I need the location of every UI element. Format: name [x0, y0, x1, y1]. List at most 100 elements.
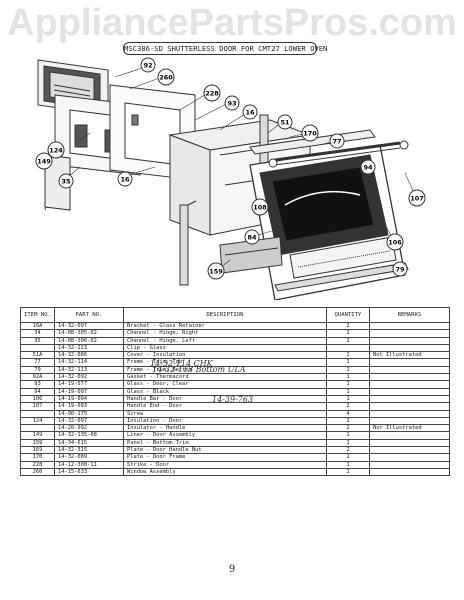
quantity-cell: 1: [325, 416, 370, 426]
remarks-cell: [368, 446, 451, 455]
item-no-cell: 169: [20, 446, 55, 455]
callout-16b: 16: [117, 171, 133, 187]
part-no-cell: 14-90-175: [53, 409, 124, 418]
part-no-cell: 14-08-306-02: [53, 336, 124, 345]
handwritten-note-row79: 14-32-113 Bottom ULA: [152, 365, 246, 374]
description-cell: Window Assembly: [122, 467, 327, 477]
top-trim-drawing: [249, 129, 376, 155]
table-header-row: ITEM NO. PART NO. DESCRIPTION QUANTITY R…: [20, 307, 451, 323]
remarks-cell: [368, 336, 451, 345]
part-no-cell: 14-19-577: [53, 380, 124, 389]
callout-124: 124: [47, 141, 65, 159]
quantity-cell: [325, 343, 370, 353]
quantity-cell: 1: [325, 336, 370, 345]
description-cell: Plate - Door Frame: [122, 453, 327, 462]
bottom-trim-drawing: [274, 262, 409, 292]
remarks-cell: [368, 394, 451, 404]
quantity-cell: 1: [325, 394, 370, 404]
description-cell: Plate - Door Handle Nut: [122, 446, 327, 455]
handwritten-note-row77: 14-32-114 CHK: [150, 359, 213, 368]
callout-92: 92: [140, 57, 156, 73]
callout-16: 16: [242, 104, 258, 120]
svg-text:107: 107: [410, 195, 424, 203]
quantity-cell: 1: [325, 358, 370, 367]
item-no-cell: 106: [20, 394, 55, 404]
callout-228: 228: [203, 84, 221, 102]
exploded-parts-diagram: 92 260 228 93 16 51 170 77 94 107 124 14…: [35, 57, 426, 300]
quantity-cell: 4: [325, 409, 370, 418]
callout-84: 84: [244, 229, 260, 245]
description-cell: Strike - Door: [122, 460, 327, 469]
remarks-cell: [368, 409, 451, 418]
quantity-cell: 1: [325, 431, 370, 440]
remarks-cell: [368, 329, 451, 338]
header-part-no: PART NO.: [53, 307, 124, 323]
svg-text:16: 16: [120, 176, 130, 184]
svg-text:260: 260: [159, 74, 173, 82]
remarks-cell: [368, 343, 451, 353]
description-cell: Channel - Hinge, Left: [122, 336, 327, 345]
quantity-cell: 1: [325, 373, 370, 382]
item-no-cell: 228: [20, 460, 55, 469]
part-no-cell: 14-12-308-11: [53, 460, 124, 469]
header-item-no: ITEM NO.: [20, 307, 55, 323]
remarks-cell: Not Illustrated: [368, 424, 451, 433]
remarks-cell: [368, 373, 451, 382]
quantity-cell: 2: [325, 321, 370, 331]
quantity-cell: 1: [325, 387, 370, 396]
remarks-cell: [368, 467, 451, 477]
remarks-cell: [368, 358, 451, 367]
svg-text:170: 170: [303, 130, 317, 138]
quantity-cell: 1: [325, 460, 370, 469]
callout-107: 107: [408, 189, 426, 207]
handle-bar-drawing: [268, 140, 409, 168]
callout-170: 170: [301, 124, 319, 142]
part-no-cell: 14-32-089: [53, 453, 124, 462]
description-cell: Panel - Bottom Trim: [122, 438, 327, 448]
part-no-cell: 14-32-086: [53, 351, 124, 360]
part-no-cell: 14-32-223: [53, 343, 124, 353]
item-no-cell: 170: [20, 453, 55, 462]
svg-text:108: 108: [253, 204, 267, 212]
svg-text:35: 35: [61, 178, 71, 186]
part-no-cell: 14-32-092: [53, 373, 124, 382]
item-no-cell: 107: [20, 402, 55, 411]
remarks-cell: Not Illustrated: [368, 351, 451, 360]
remarks-cell: [368, 365, 451, 375]
part-no-cell: 14-34-615: [53, 438, 124, 448]
item-no-cell: 94: [20, 387, 55, 396]
quantity-cell: 1: [325, 467, 370, 477]
svg-text:94: 94: [363, 164, 373, 172]
svg-text:51: 51: [280, 119, 290, 127]
item-no-cell: 260: [20, 467, 55, 477]
svg-text:77: 77: [332, 138, 341, 146]
quantity-cell: 1: [325, 351, 370, 360]
description-cell: Channel - Hinge, Right: [122, 329, 327, 338]
part-no-cell: 14-19-097: [53, 387, 124, 396]
svg-text:159: 159: [209, 268, 223, 276]
part-no-cell: 14-32-114: [53, 358, 124, 367]
quantity-cell: 1: [325, 329, 370, 338]
page-number: 9: [228, 564, 236, 575]
part-no-cell: 14-20-992: [53, 424, 124, 433]
parts-list-table: ITEM NO. PART NO. DESCRIPTION QUANTITY R…: [20, 307, 451, 477]
part-no-cell: 14-32-097: [53, 321, 124, 331]
callout-35: 35: [58, 173, 74, 189]
part-no-cell: 14-19-094: [53, 394, 124, 404]
callout-106: 106: [386, 233, 404, 251]
remarks-cell: [368, 438, 451, 448]
quantity-cell: 2: [325, 446, 370, 455]
quantity-cell: 2: [325, 402, 370, 411]
hinge-channels-drawing: [179, 114, 269, 286]
